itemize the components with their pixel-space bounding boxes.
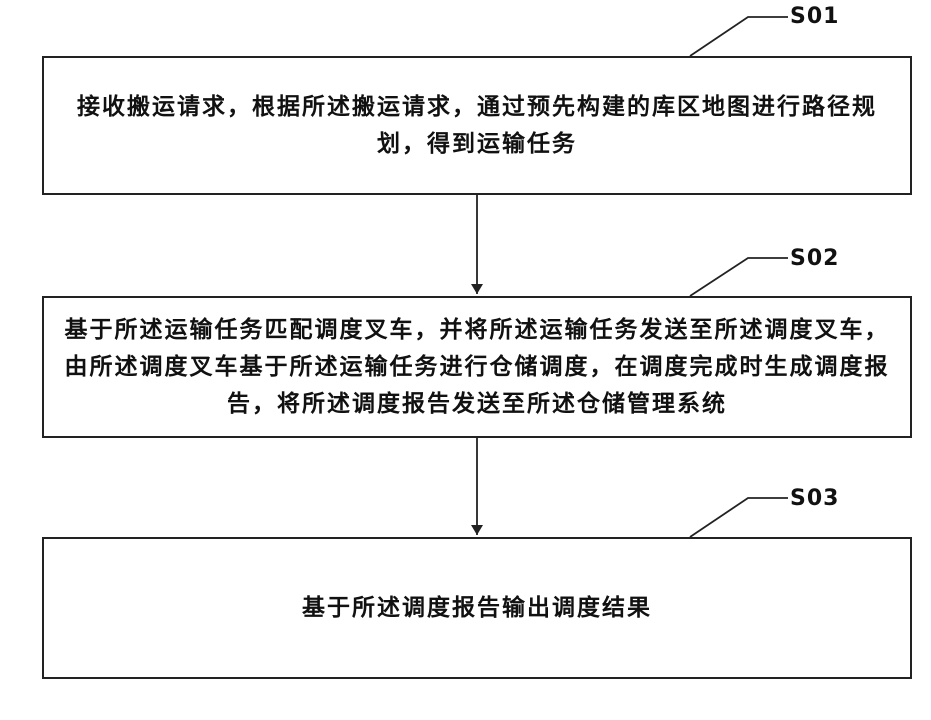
step-box-s02: 基于所述运输任务匹配调度叉车，并将所述运输任务发送至所述调度叉车，由所述调度叉车… xyxy=(42,296,912,438)
step-box-s03: 基于所述调度报告输出调度结果 xyxy=(42,537,912,679)
step-label-s03: S03 xyxy=(790,486,839,511)
step-text-s02: 基于所述运输任务匹配调度叉车，并将所述运输任务发送至所述调度叉车，由所述调度叉车… xyxy=(60,312,894,423)
step-label-s01: S01 xyxy=(790,4,839,29)
leader-line-s01 xyxy=(690,17,788,56)
step-text-s03: 基于所述调度报告输出调度结果 xyxy=(302,590,652,627)
leader-line-s03 xyxy=(690,498,788,537)
step-box-s01: 接收搬运请求，根据所述搬运请求，通过预先构建的库区地图进行路径规划，得到运输任务 xyxy=(42,56,912,195)
step-label-s02: S02 xyxy=(790,246,839,271)
step-text-s01: 接收搬运请求，根据所述搬运请求，通过预先构建的库区地图进行路径规划，得到运输任务 xyxy=(60,89,894,163)
leader-line-s02 xyxy=(690,258,788,296)
